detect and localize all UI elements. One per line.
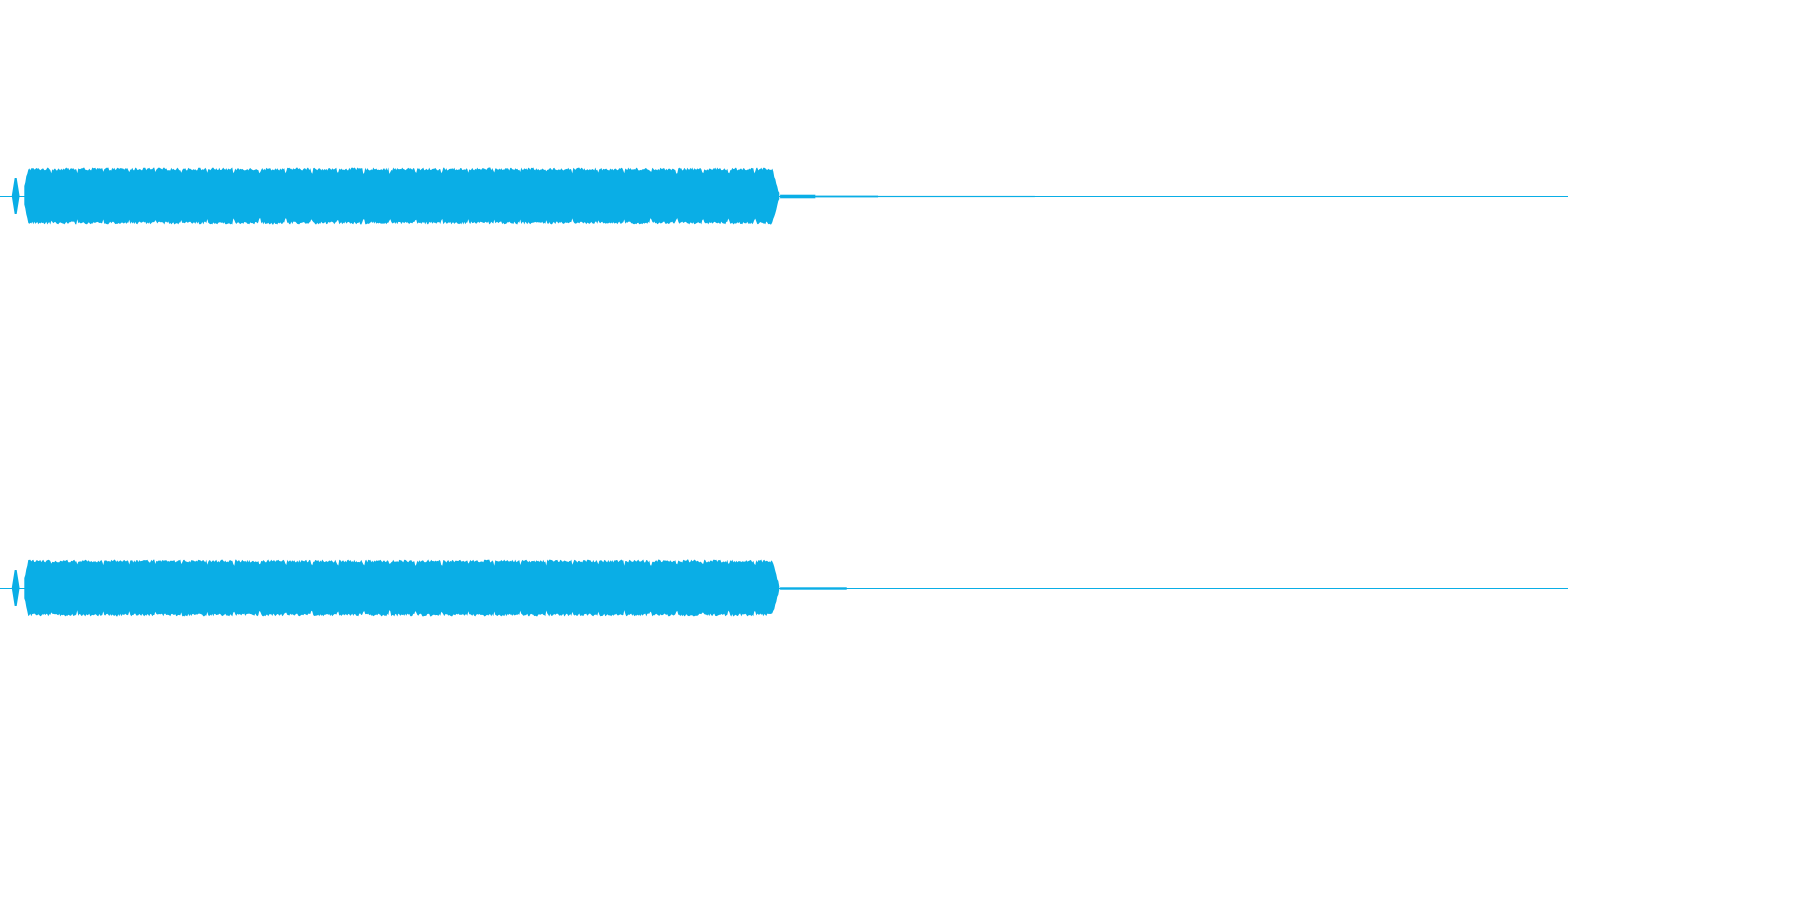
- waveform-channel-2: [0, 559, 1568, 617]
- channel-2-pre-blip: [11, 570, 20, 606]
- channel-2-tail-segment-1: [780, 587, 847, 590]
- channel-1-tail-segment-2: [815, 195, 879, 198]
- channel-1-signal-body: [24, 167, 780, 225]
- channel-1-tail-segment-1: [780, 194, 816, 199]
- audio-waveform-view: [0, 167, 1568, 617]
- channel-1-pre-blip: [11, 178, 20, 214]
- channel-2-signal-tail: [780, 587, 847, 590]
- waveform-channel-1: [0, 167, 1568, 225]
- channel-1-tail-segment-3: [878, 195, 1035, 198]
- channel-2-signal-body: [24, 559, 780, 617]
- channel-1-signal-tail: [780, 194, 1035, 199]
